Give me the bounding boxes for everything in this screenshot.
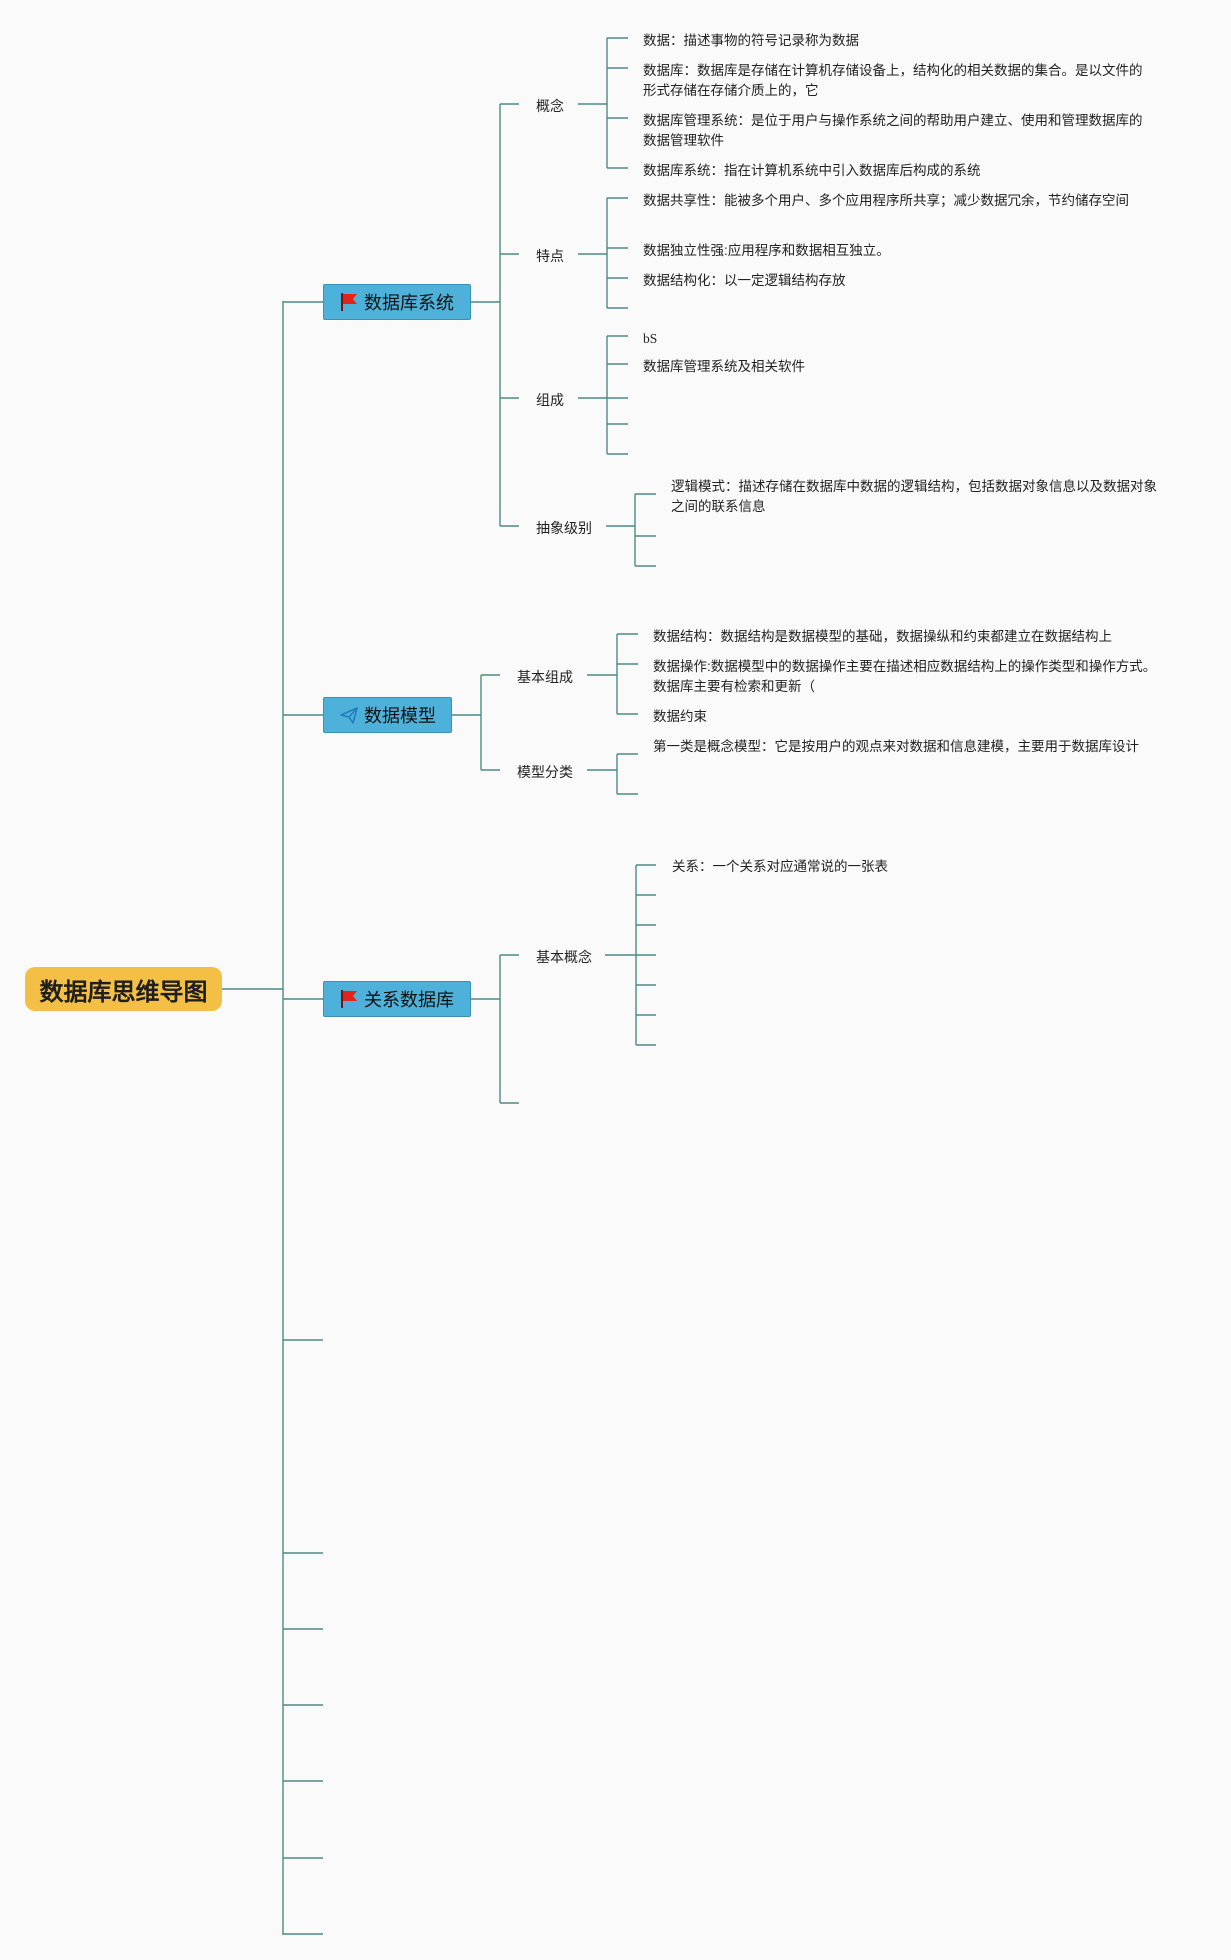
subtopic-basic-components[interactable]: 基本组成 [517, 669, 573, 685]
leaf-logical-schema[interactable]: 逻辑模式：描述存储在数据库中数据的逻辑结构，包括数据对象信息以及数据对象之间的联… [671, 479, 1157, 514]
subtopic-model-classification[interactable]: 模型分类 [517, 764, 573, 780]
leaf-data-definition[interactable]: 数据：描述事物的符号记录称为数据 [643, 33, 859, 48]
paper-plane-icon [339, 704, 361, 726]
topic-label: 关系数据库 [364, 990, 454, 1010]
flag-icon [339, 291, 361, 313]
leaf-data-independence[interactable]: 数据独立性强:应用程序和数据相互独立。 [643, 243, 890, 258]
leaf-dbms-software[interactable]: 数据库管理系统及相关软件 [643, 359, 805, 374]
leaf-data-structured[interactable]: 数据结构化：以一定逻辑结构存放 [643, 273, 846, 288]
subtopic-concept[interactable]: 概念 [536, 98, 564, 114]
topic-label: 数据库系统 [364, 293, 454, 313]
leaf-database-system-definition[interactable]: 数据库系统：指在计算机系统中引入数据库后构成的系统 [643, 163, 981, 178]
leaf-conceptual-model[interactable]: 第一类是概念模型：它是按用户的观点来对数据和信息建模，主要用于数据库设计 [653, 739, 1139, 754]
leaf-data-constraint[interactable]: 数据约束 [653, 709, 707, 724]
leaf-data-operation[interactable]: 数据操作:数据模型中的数据操作主要在描述相应数据结构上的操作类型和操作方式。数据… [653, 659, 1157, 694]
flag-icon [339, 988, 361, 1010]
subtopic-composition[interactable]: 组成 [536, 392, 564, 408]
topic-relational-database[interactable]: 关系数据库 [323, 981, 471, 1017]
topic-label: 数据模型 [364, 706, 436, 726]
topic-database-system[interactable]: 数据库系统 [323, 284, 471, 320]
subtopic-abstraction-level[interactable]: 抽象级别 [536, 520, 592, 536]
topic-data-model[interactable]: 数据模型 [323, 697, 452, 733]
leaf-dbms-definition[interactable]: 数据库管理系统：是位于用户与操作系统之间的帮助用户建立、使用和管理数据库的数据管… [643, 113, 1143, 148]
subtopic-basic-concepts[interactable]: 基本概念 [536, 949, 592, 965]
leaf-database-definition[interactable]: 数据库：数据库是存储在计算机存储设备上，结构化的相关数据的集合。是以文件的形式存… [643, 63, 1143, 98]
root-node[interactable]: 数据库思维导图 [25, 967, 222, 1011]
root-label: 数据库思维导图 [39, 978, 208, 1006]
leaf-bs[interactable]: bS [643, 331, 658, 346]
leaf-data-structure[interactable]: 数据结构：数据结构是数据模型的基础，数据操纵和约束都建立在数据结构上 [653, 629, 1112, 644]
leaf-data-sharing[interactable]: 数据共享性：能被多个用户、多个应用程序所共享；减少数据冗余，节约储存空间 [643, 193, 1129, 208]
subtopic-features[interactable]: 特点 [536, 248, 564, 264]
leaf-relation[interactable]: 关系：一个关系对应通常说的一张表 [672, 859, 888, 874]
